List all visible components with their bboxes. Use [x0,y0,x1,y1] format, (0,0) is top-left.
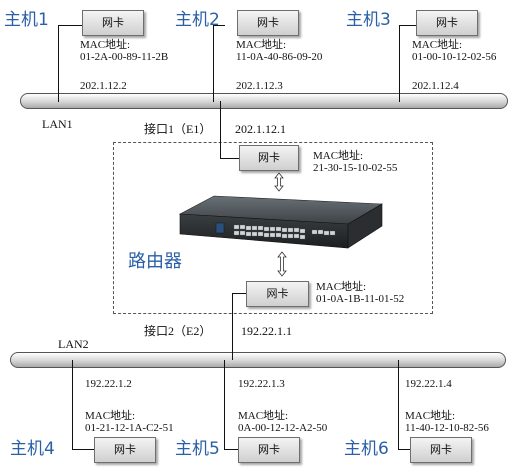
host5-ip: 192.22.1.3 [238,378,285,390]
router-icon [178,195,384,249]
host4-connector-v [72,360,73,450]
router-e2-label: 接口2（E2） [144,324,212,338]
e1-double-arrow-icon [274,172,284,192]
host3-mac: 01-00-10-12-02-56 [412,51,497,63]
lan2-cable [10,352,506,368]
host2-connector-h [213,25,225,26]
host1-connector-v [58,25,59,102]
router-e1-ip: 202.1.12.1 [235,122,286,136]
lan1-cable [20,93,508,109]
host4-ip: 192.22.1.2 [85,378,132,390]
e1-connector-v [220,101,221,159]
router-e2-mac-title: MAC地址: [316,281,367,293]
host3-label: 主机3 [346,10,391,30]
e2-connector-h [232,293,246,294]
host1-mac: 01-2A-00-89-11-2B [80,51,169,63]
host6-nic: 网卡 [410,437,472,463]
host5-mac: 0A-00-12-12-A2-50 [238,422,328,434]
host5-connector-h [224,449,238,450]
router-enclosure [113,142,433,314]
host3-nic: 网卡 [416,10,478,36]
host6-label: 主机6 [344,439,389,459]
host6-connector-h [398,449,410,450]
host3-mac-title: MAC地址: [412,39,463,51]
host4-label: 主机4 [10,439,55,459]
host2-connector-v [213,25,214,102]
host3-ip: 202.1.12.4 [412,80,459,92]
lan2-label: LAN2 [58,337,89,351]
host6-ip: 192.22.1.4 [405,378,452,390]
host6-connector-v [398,360,399,450]
host2-mac-title: MAC地址: [236,39,287,51]
host5-nic: 网卡 [238,437,300,463]
host1-ip: 202.1.12.2 [80,80,127,92]
router-e1-nic: 网卡 [239,145,299,171]
host2-mac: 11-0A-40-86-09-20 [236,51,323,63]
host5-connector-v [224,360,225,450]
host5-mac-title: MAC地址: [238,410,289,422]
host4-connector-h [72,449,94,450]
host1-label: 主机1 [4,10,49,30]
host3-connector-h [399,25,416,26]
host6-mac: 11-40-12-10-82-56 [405,422,489,434]
e2-double-arrow-icon [277,251,287,277]
router-e1-mac-title: MAC地址: [313,150,364,162]
router-e1-label: 接口1（E1） [144,122,212,136]
router-e2-ip: 192.22.1.1 [241,324,292,338]
e2-connector-v [232,293,233,360]
host1-connector-h [58,25,82,26]
host1-nic: 网卡 [82,10,144,36]
router-e2-nic: 网卡 [246,281,309,307]
router-label: 路由器 [128,251,182,272]
host6-mac-title: MAC地址: [405,410,456,422]
host2-label: 主机2 [175,10,220,30]
host2-nic: 网卡 [237,10,299,36]
e1-connector-h [220,158,239,159]
host2-ip: 202.1.12.3 [236,80,283,92]
router-e2-mac: 01-0A-1B-11-01-52 [316,293,405,305]
router-e1-mac: 21-30-15-10-02-55 [313,162,398,174]
lan1-label: LAN1 [42,117,73,131]
host4-mac-title: MAC地址: [85,410,136,422]
host4-nic: 网卡 [94,437,156,463]
host5-label: 主机5 [175,439,220,459]
host4-mac: 01-21-12-1A-C2-51 [85,422,174,434]
host3-connector-v [399,25,400,102]
host1-mac-title: MAC地址: [80,39,131,51]
